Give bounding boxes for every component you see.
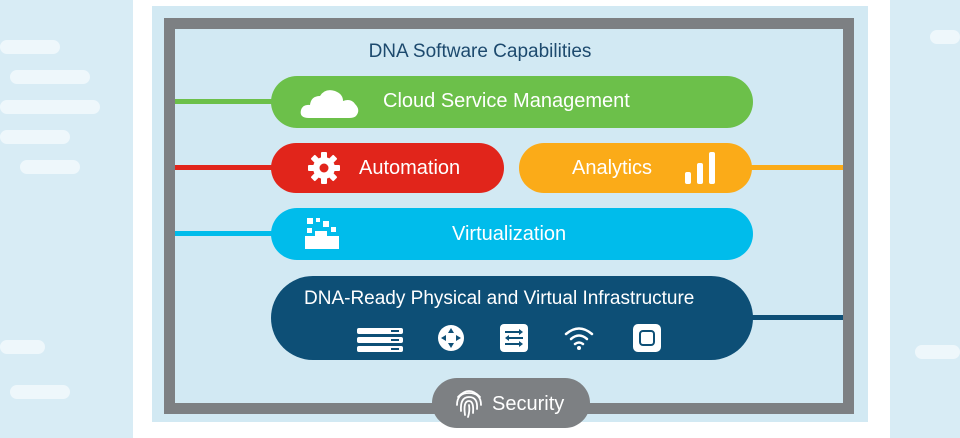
analytics-label: Analytics bbox=[572, 157, 653, 179]
background-cloud-stripe bbox=[0, 40, 60, 54]
background-cloud-stripe bbox=[10, 70, 90, 84]
background-cloud-stripe bbox=[0, 100, 100, 114]
bar-chart-icon bbox=[685, 152, 715, 184]
background-cloud-stripe bbox=[0, 130, 70, 144]
virtualization-layer: Virtualization bbox=[271, 208, 753, 260]
virtualization-icon bbox=[305, 218, 339, 249]
cloud-icon bbox=[300, 90, 359, 118]
switch-icon bbox=[500, 324, 528, 352]
security-badge: Security bbox=[432, 378, 590, 428]
automation-label: Automation bbox=[359, 157, 461, 179]
cloud-connector bbox=[175, 99, 275, 104]
background-cloud-stripe bbox=[10, 385, 70, 399]
automation-layer: Automation bbox=[271, 143, 504, 193]
infrastructure-label: DNA-Ready Physical and Virtual Infrastru… bbox=[304, 288, 695, 309]
router-icon bbox=[438, 325, 464, 351]
virtualization-label: Virtualization bbox=[452, 223, 567, 245]
background-cloud-stripe bbox=[20, 160, 80, 174]
infrastructure-layer: DNA-Ready Physical and Virtual Infrastru… bbox=[271, 276, 753, 360]
fingerprint-icon bbox=[456, 390, 482, 418]
background-cloud-stripe bbox=[915, 345, 960, 359]
virtualization-connector bbox=[175, 231, 275, 236]
access-point-icon bbox=[633, 324, 661, 352]
server-icon bbox=[357, 328, 403, 352]
cloud-service-management-layer: Cloud Service Management bbox=[271, 76, 753, 128]
background-cloud-stripe bbox=[0, 340, 45, 354]
diagram-title: DNA Software Capabilities bbox=[368, 41, 592, 62]
infrastructure-connector bbox=[745, 315, 843, 320]
gear-icon bbox=[308, 152, 340, 184]
analytics-connector bbox=[745, 165, 843, 170]
security-label: Security bbox=[492, 393, 565, 415]
background-cloud-stripe bbox=[930, 30, 960, 44]
automation-connector bbox=[175, 165, 275, 170]
analytics-layer: Analytics bbox=[519, 143, 752, 193]
wifi-icon bbox=[564, 327, 594, 350]
cloud-service-management-label: Cloud Service Management bbox=[383, 90, 630, 112]
